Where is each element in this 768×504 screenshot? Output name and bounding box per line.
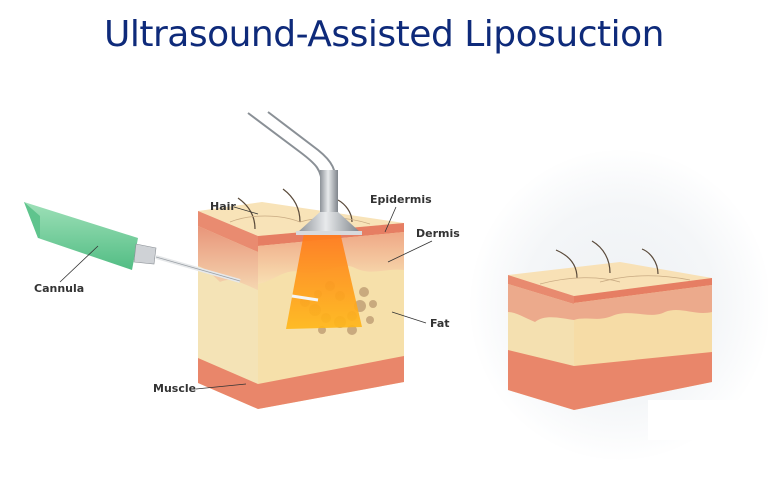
diagram-title: Ultrasound-Assisted Liposuction: [103, 14, 665, 55]
label-fat: Fat: [430, 317, 450, 330]
label-epidermis: Epidermis: [370, 193, 432, 206]
leader-lines: [59, 206, 433, 390]
label-cannula: Cannula: [34, 282, 85, 295]
ultrasound-probe: [247, 111, 362, 235]
skin-block-result: [508, 240, 712, 410]
white-patch: [648, 400, 768, 440]
label-dermis: Dermis: [416, 227, 460, 240]
label-muscle: Muscle: [153, 382, 197, 395]
label-hair: Hair: [210, 200, 236, 213]
cannula-instrument: [24, 202, 319, 302]
ultrasound-beam: [286, 232, 362, 329]
